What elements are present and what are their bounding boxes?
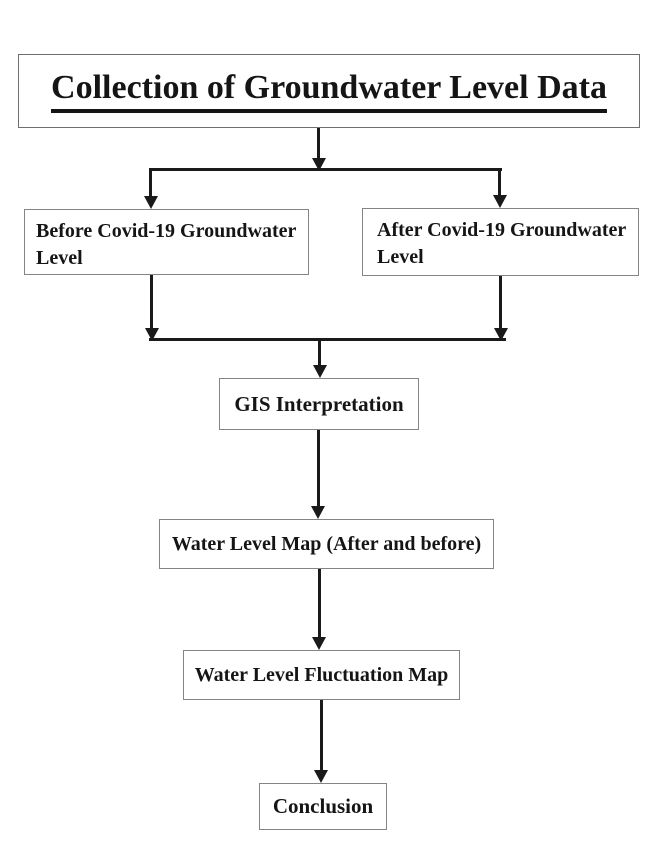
arrowhead-converge-left <box>145 328 159 341</box>
connector-conclusion-stem <box>320 700 323 770</box>
node-fluctuation-map-label: Water Level Fluctuation Map <box>194 663 449 686</box>
node-conclusion-label: Conclusion <box>272 794 374 818</box>
arrowhead-branch-left <box>144 196 158 209</box>
node-after-covid-line2: Level <box>377 246 424 268</box>
node-before-covid-line1: Before Covid-19 Groundwater <box>36 220 297 242</box>
connector-converge-left <box>150 275 153 328</box>
node-before-covid-line2: Level <box>36 247 83 269</box>
arrowhead-title-stem <box>312 158 326 171</box>
connector-branch-left <box>149 171 152 197</box>
node-after-covid: After Covid-19 Groundwater Level <box>362 208 639 276</box>
arrowhead-conclusion-stem <box>314 770 328 783</box>
connector-fluctuation-stem <box>318 569 321 637</box>
flowchart-title: Collection of Groundwater Level Data <box>51 69 607 114</box>
node-fluctuation-map: Water Level Fluctuation Map <box>183 650 460 700</box>
connector-map-stem <box>317 430 320 506</box>
node-title: Collection of Groundwater Level Data <box>18 54 640 128</box>
connector-branch-line <box>149 168 502 171</box>
node-water-level-map: Water Level Map (After and before) <box>159 519 494 569</box>
node-after-covid-line1: After Covid-19 Groundwater <box>377 219 627 241</box>
arrowhead-fluctuation-stem <box>312 637 326 650</box>
connector-title-stem <box>317 128 320 160</box>
node-before-covid: Before Covid-19 Groundwater Level <box>24 209 309 275</box>
connector-branch-right <box>498 171 501 196</box>
node-water-level-map-label: Water Level Map (After and before) <box>171 532 482 555</box>
connector-gis-stem <box>318 341 321 366</box>
arrowhead-gis-stem <box>313 365 327 378</box>
connector-converge-right <box>499 276 502 328</box>
arrowhead-map-stem <box>311 506 325 519</box>
node-gis-label: GIS Interpretation <box>234 391 404 416</box>
connector-converge-line <box>149 338 506 341</box>
arrowhead-converge-right <box>494 328 508 341</box>
node-gis-interpretation: GIS Interpretation <box>219 378 419 430</box>
arrowhead-branch-right <box>493 195 507 208</box>
node-conclusion: Conclusion <box>259 783 387 830</box>
